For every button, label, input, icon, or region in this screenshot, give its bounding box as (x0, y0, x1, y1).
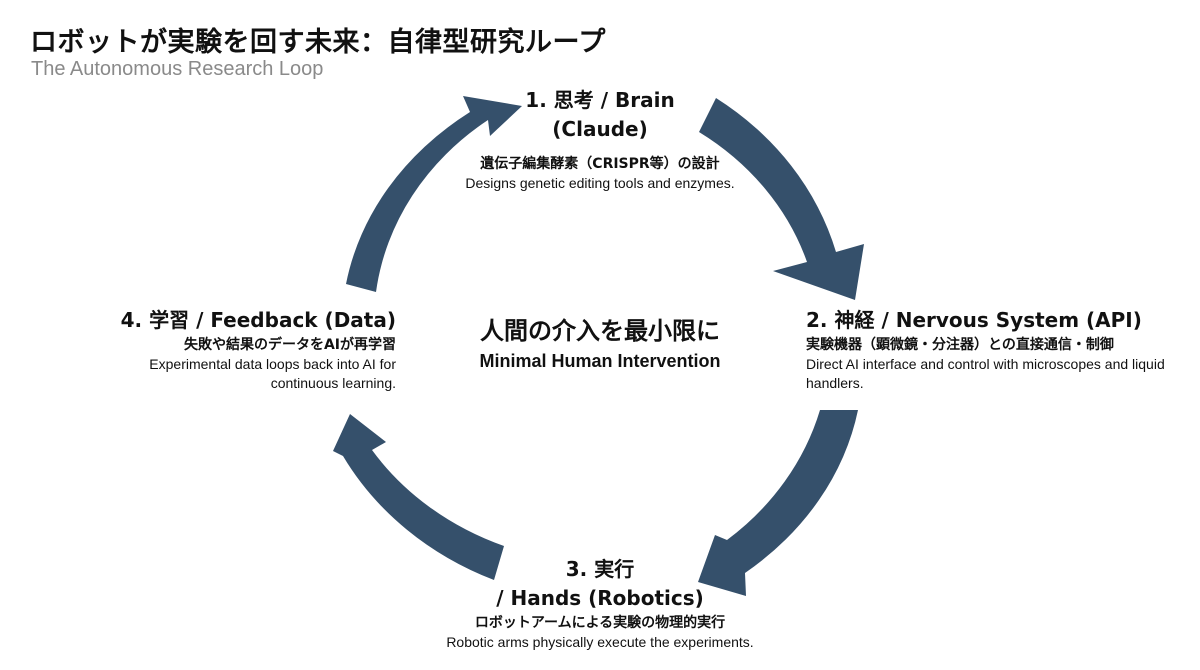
node-brain-desc-en: Designs genetic editing tools and enzyme… (465, 175, 735, 191)
center-message: 人間の介入を最小限に Minimal Human Intervention (430, 314, 770, 374)
node-feedback-title: 4. 学習 / Feedback (Data) (120, 308, 396, 332)
node-nervous-system: 2. 神経 / Nervous System (API) 実験機器（顕微鏡・分注… (806, 306, 1176, 393)
node-feedback-desc-en: Experimental data loops back into AI for… (149, 356, 396, 391)
node-brain: 1. 思考 / Brain (Claude) 遺伝子編集酵素（CRISPR等）の… (400, 86, 800, 193)
node-hands-desc-jp: ロボットアームによる実験の物理的実行 (474, 615, 726, 631)
page-title: ロボットが実験を回す未来：自律型研究ループ (30, 27, 606, 58)
node-feedback: 4. 学習 / Feedback (Data) 失敗や結果のデータをAIが再学習… (100, 306, 396, 393)
node-api-desc-en: Direct AI interface and control with mic… (806, 356, 1165, 391)
node-hands: 3. 実行 / Hands (Robotics) ロボットアームによる実験の物理… (400, 555, 800, 652)
node-hands-desc-en: Robotic arms physically execute the expe… (446, 634, 754, 650)
node-feedback-desc-jp: 失敗や結果のデータをAIが再学習 (183, 337, 396, 353)
arrow-feedback-to-brain (346, 96, 522, 292)
node-brain-desc-jp: 遺伝子編集酵素（CRISPR等）の設計 (480, 156, 720, 172)
node-brain-title-line1: 1. 思考 / Brain (525, 88, 675, 112)
node-hands-title-line2: / Hands (Robotics) (496, 586, 704, 610)
arrow-brain-to-api (699, 98, 864, 300)
node-api-desc-jp: 実験機器（顕微鏡・分注器）との直接通信・制御 (806, 337, 1114, 353)
arrow-hands-to-feedback (333, 414, 504, 580)
arrow-api-to-hands (698, 410, 858, 596)
node-brain-title-line2: (Claude) (552, 117, 648, 141)
page-subtitle: The Autonomous Research Loop (31, 58, 324, 80)
center-title-en: Minimal Human Intervention (479, 351, 721, 371)
center-title-jp: 人間の介入を最小限に (480, 317, 720, 345)
node-api-title: 2. 神経 / Nervous System (API) (806, 308, 1142, 332)
node-hands-title-line1: 3. 実行 (565, 557, 635, 581)
